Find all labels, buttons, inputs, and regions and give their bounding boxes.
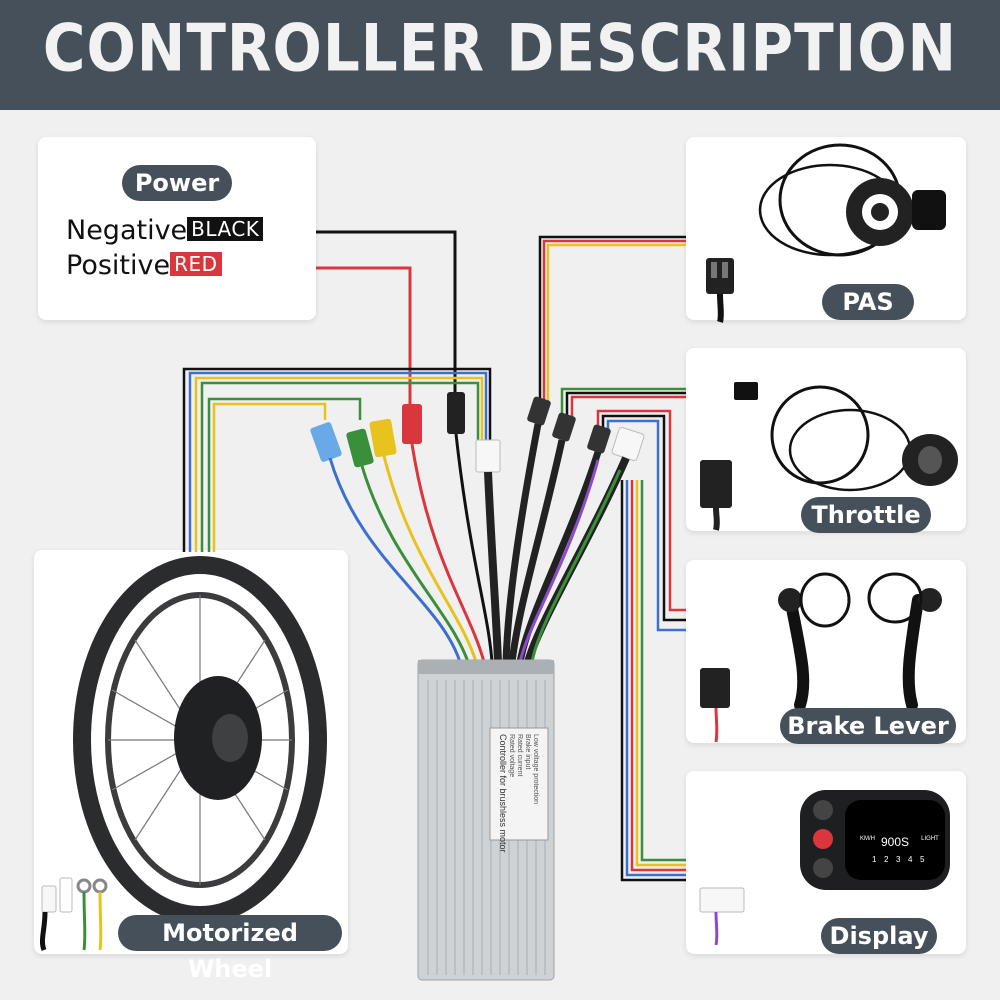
motorized-wheel-pill: Motorized Wheel bbox=[118, 915, 342, 983]
pas-wire-bundle bbox=[538, 235, 686, 405]
display-level-4: 4 bbox=[908, 855, 913, 864]
throttle-connector bbox=[552, 412, 576, 442]
display-light: LIGHT bbox=[921, 836, 939, 842]
display-model: 900S bbox=[881, 835, 909, 849]
wheel-connectors bbox=[39, 877, 108, 951]
display-unit: KM/H bbox=[860, 836, 875, 842]
pas-pill: PAS bbox=[822, 284, 914, 320]
negative-label: Negative bbox=[66, 215, 188, 246]
display-level-2: 2 bbox=[884, 855, 889, 864]
display-level-3: 3 bbox=[896, 855, 901, 864]
brake-lever-illustration bbox=[700, 572, 942, 743]
display-wire-bundle bbox=[620, 480, 686, 882]
controller-connectors bbox=[310, 392, 645, 473]
brake-lever-pill: Brake Lever bbox=[780, 708, 956, 744]
throttle-illustration bbox=[700, 382, 958, 531]
black-connector bbox=[447, 392, 465, 434]
blue-connector bbox=[310, 422, 342, 462]
controller-label-3: Rated current bbox=[516, 734, 523, 776]
header-bar: CONTROLLER DESCRIPTION bbox=[0, 0, 1000, 110]
throttle-pill: Throttle bbox=[801, 497, 931, 533]
throttle-wire-bundle bbox=[560, 387, 686, 420]
red-power-wire bbox=[316, 266, 412, 420]
brake-connector bbox=[587, 424, 611, 454]
white-connector bbox=[475, 439, 501, 473]
controller-label-1: Controller for brushless motor bbox=[498, 734, 508, 853]
black-power-wire bbox=[316, 230, 457, 420]
positive-label: Positive bbox=[66, 250, 171, 281]
yellow-connector bbox=[369, 418, 397, 458]
controller-lead-wires bbox=[328, 423, 630, 664]
pas-connector bbox=[527, 396, 551, 426]
black-tag: BLACK bbox=[187, 217, 264, 241]
controller-label-4: Brake input bbox=[524, 734, 531, 769]
page-title: CONTROLLER DESCRIPTION bbox=[42, 9, 958, 87]
controller-label-5: Low voltage protection bbox=[532, 734, 539, 804]
wheel-wire-bundle bbox=[182, 367, 492, 552]
motorized-wheel-illustration bbox=[39, 556, 327, 951]
pas-sensor-illustration bbox=[706, 143, 946, 323]
red-tag: RED bbox=[170, 252, 222, 276]
controller-box: Controller for brushless motor Rated vol… bbox=[417, 659, 555, 981]
display-level-5: 5 bbox=[920, 855, 925, 864]
brake-wire-bundle bbox=[596, 409, 686, 632]
display-illustration: 900S KM/H LIGHT 1 2 3 4 5 bbox=[699, 790, 950, 946]
display-pill: Display bbox=[821, 918, 937, 954]
red-connector bbox=[402, 404, 422, 444]
display-connector bbox=[611, 426, 645, 462]
green-connector bbox=[346, 428, 374, 468]
power-pill: Power bbox=[122, 165, 232, 201]
controller-label-2: Rated voltage bbox=[508, 734, 515, 777]
display-level-1: 1 bbox=[872, 855, 877, 864]
